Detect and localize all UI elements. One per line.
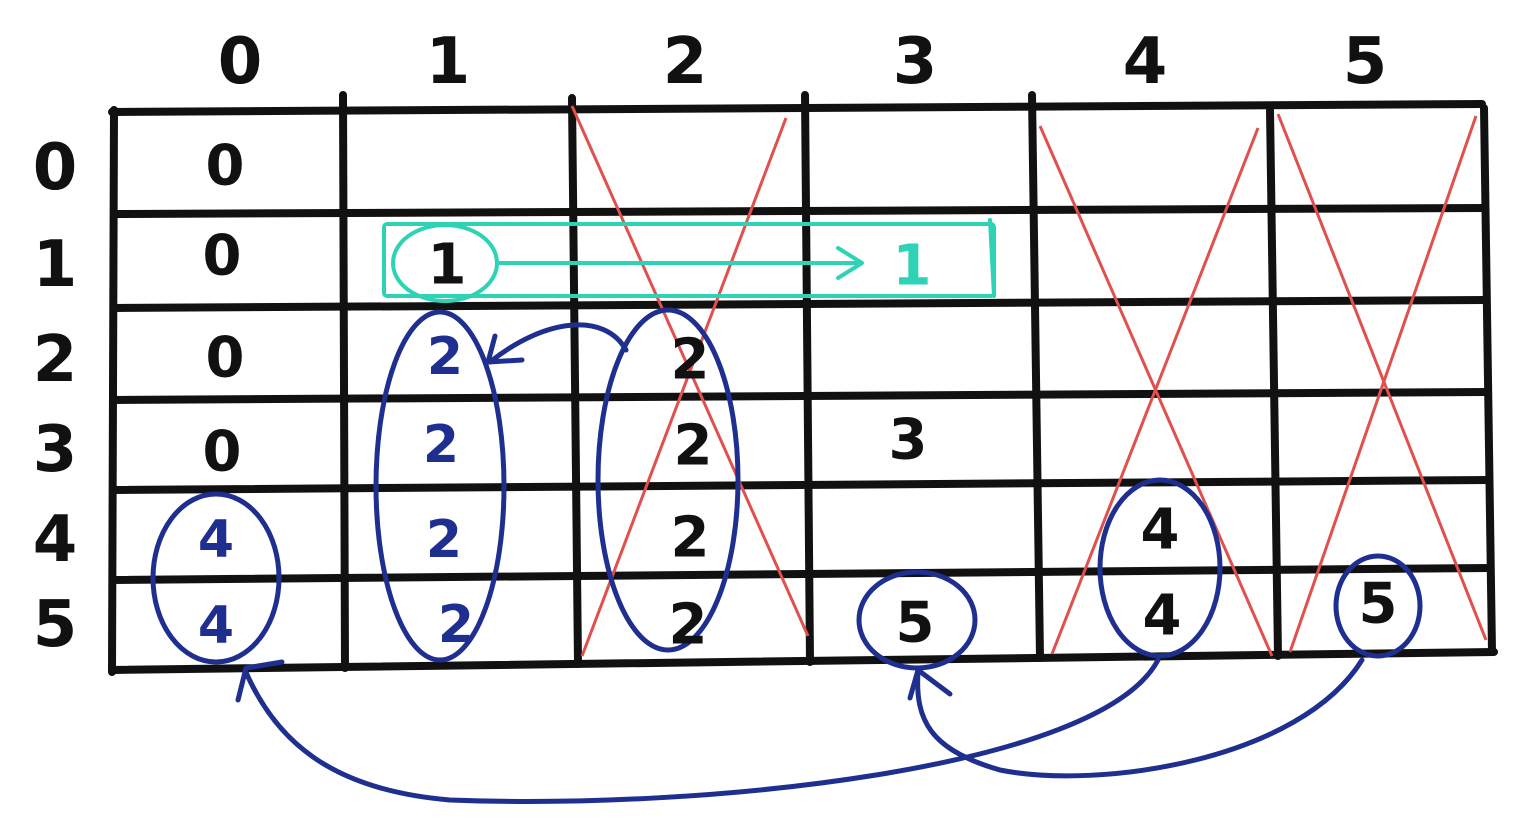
cell-r1-c1: 1 [428,233,467,298]
grid-vline-1 [339,91,349,672]
cell-r5-c2: 2 [669,593,708,658]
col-header-2: 2 [663,25,708,99]
grid-hline-5 [110,564,1494,584]
cell-r4-c4: 4 [1141,498,1180,563]
blue-oval-col-1-rows-2-5 [373,309,507,663]
blue-arrow-head-col4-to-col0 [235,659,285,703]
grid-vline-2 [568,94,582,668]
cell-r4-c1: 2 [426,510,462,570]
grid-vline-3 [801,91,814,666]
row-headers: 0 1 2 3 4 5 [33,131,78,662]
cell-r5-c4: 4 [1143,584,1182,649]
red-cross-col-5-a [1276,113,1488,641]
row-header-0: 0 [33,131,78,205]
col-header-3: 3 [893,25,938,99]
cell-r5-c5: 5 [1359,572,1398,637]
grid-vline-left [108,106,118,676]
teal-highlight [382,218,996,303]
cell-r3-c2: 2 [674,414,713,479]
grid-vline-right [1480,104,1496,656]
cell-r5-c3: 5 [896,591,935,656]
grid-hline-1 [110,204,1488,218]
teal-arrow-head [836,246,864,280]
column-headers: 0 1 2 3 4 5 [218,25,1388,99]
blue-arrow-col5-to-col3 [915,657,1365,779]
row-header-5: 5 [33,588,78,662]
grid-hline-top [108,100,1486,116]
cell-r4-c0: 4 [198,510,234,570]
cell-r2-c1: 2 [427,327,463,387]
teal-box-end-tick [988,218,996,298]
blue-oval-col-2-rows-2-5 [595,307,741,653]
cell-r4-c2: 2 [671,506,710,571]
col-header-0: 0 [218,25,263,99]
row-header-3: 3 [33,413,78,487]
cell-values: 0 0 0 0 4 4 1 2 2 2 2 2 2 2 2 1 3 5 4 4 … [198,134,1398,658]
row-header-2: 2 [33,323,78,397]
cell-r5-c0: 4 [198,596,234,656]
cell-r0-c0: 0 [206,134,245,199]
cell-r3-c1: 2 [423,415,459,475]
grid-hline-4 [110,476,1492,494]
blue-arrows [235,322,1365,804]
red-cross-col-2-b [580,117,788,657]
cell-r3-c3: 3 [889,408,928,473]
red-cross-col-4-b [1050,127,1260,655]
red-cross-marks [570,105,1488,657]
blue-oval-col-4-rows-4-5 [1097,477,1223,659]
grid-hline-bottom [108,648,1498,674]
cell-r3-c0: 0 [203,420,242,485]
col-header-5: 5 [1343,25,1388,99]
cell-r5-c1: 2 [438,595,474,655]
cell-r2-c2: 2 [671,328,710,393]
cell-r1-c0: 0 [203,224,242,289]
cell-r1-c3: 1 [893,234,932,299]
blue-arrow-col4-to-col0 [242,657,1161,804]
row-header-4: 4 [33,503,78,577]
blue-arrow-head-col5-to-col3 [907,667,953,701]
blue-circle-row-5-col-5 [1333,553,1423,659]
grid-hline-3 [110,388,1490,404]
grid-vline-5 [1266,106,1282,660]
table-grid [108,91,1498,676]
cell-r2-c0: 0 [206,326,245,391]
grid-hline-2 [110,296,1490,312]
row-header-1: 1 [33,228,78,302]
grid-vline-4 [1028,91,1044,662]
blue-oval-col-0-rows-4-5 [150,491,282,665]
col-header-1: 1 [426,25,471,99]
blue-arrow-head-col2-to-col1 [485,333,525,365]
blue-arrow-col2-to-col1 [487,322,629,365]
red-cross-col-5-b [1288,115,1478,653]
col-header-4: 4 [1123,25,1168,99]
blue-circles [150,307,1423,671]
